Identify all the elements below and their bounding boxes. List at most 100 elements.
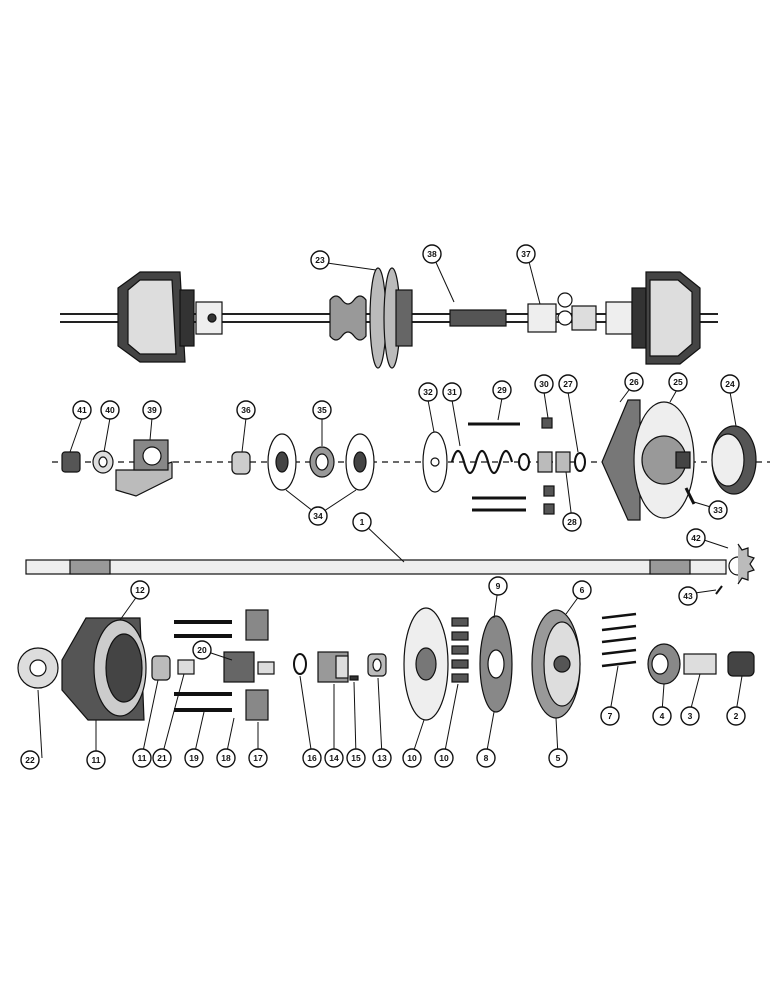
bearing-41 bbox=[92, 450, 114, 474]
plate-8 bbox=[479, 615, 513, 713]
callout-label: 32 bbox=[423, 387, 433, 397]
callout-18: 17 bbox=[248, 748, 268, 768]
callout-label: 9 bbox=[496, 581, 501, 591]
callout-39: 38 bbox=[422, 244, 442, 264]
splined-shaft-section bbox=[449, 309, 507, 327]
callout-26: 25 bbox=[668, 372, 688, 392]
callout-5: 5 bbox=[548, 748, 568, 768]
disc-11 bbox=[403, 607, 449, 721]
callout-40: 39 bbox=[142, 400, 162, 420]
callout-label: 23 bbox=[315, 255, 325, 265]
callout-label: 19 bbox=[189, 753, 199, 763]
callout-44: 43 bbox=[678, 586, 698, 606]
callout-24: 23 bbox=[310, 250, 330, 270]
assembled-shaft-view bbox=[60, 267, 718, 369]
callout-7: 7 bbox=[600, 706, 620, 726]
roller-22 bbox=[177, 659, 195, 675]
ring-31 bbox=[518, 453, 530, 471]
pillow-block-40 bbox=[115, 439, 173, 497]
callout-label: 15 bbox=[351, 753, 361, 763]
callout-label: 22 bbox=[25, 755, 35, 765]
callout-12: 11 bbox=[132, 748, 152, 768]
callout-label: 14 bbox=[329, 753, 339, 763]
callout-20: 19 bbox=[184, 748, 204, 768]
callout-6: 6 bbox=[572, 580, 592, 600]
callout-33: 32 bbox=[418, 382, 438, 402]
callout-27: 26 bbox=[624, 372, 644, 392]
callout-32: 31 bbox=[442, 382, 462, 402]
nut-42 bbox=[61, 451, 81, 473]
callout-1: 1 bbox=[352, 512, 372, 532]
callout-label: 37 bbox=[521, 249, 531, 259]
callout-label: 2 bbox=[734, 711, 739, 721]
callout-37: 36 bbox=[236, 400, 256, 420]
callouts: 23 38 37 41 40 39 36 35 32 31 29 30 27 2… bbox=[20, 244, 746, 770]
callout-label: 1 bbox=[360, 517, 365, 527]
callout-30: 29 bbox=[492, 380, 512, 400]
callout-14: 13 bbox=[372, 748, 392, 768]
callout-label: 31 bbox=[447, 387, 457, 397]
callout-22: 21 bbox=[152, 748, 172, 768]
callout-17: 16 bbox=[302, 748, 322, 768]
callout-label: 18 bbox=[221, 753, 231, 763]
callout-11-left: 11 bbox=[86, 750, 106, 770]
callout-label: 7 bbox=[608, 711, 613, 721]
callout-label: 35 bbox=[317, 405, 327, 415]
callout-label: 13 bbox=[377, 753, 387, 763]
bushing-12 bbox=[151, 655, 171, 681]
callout-23: 22 bbox=[20, 750, 40, 770]
callout-label: 38 bbox=[427, 249, 437, 259]
collar-4 bbox=[647, 643, 681, 685]
bushing-37 bbox=[231, 451, 251, 475]
callout-label: 21 bbox=[157, 753, 167, 763]
pins-and-gears bbox=[174, 609, 275, 721]
callout-label: 10 bbox=[407, 753, 417, 763]
ring-28 bbox=[574, 452, 586, 472]
callout-label: 16 bbox=[307, 753, 317, 763]
hub-25 bbox=[711, 425, 757, 495]
callout-38: 37 bbox=[516, 244, 536, 264]
callout-label: 33 bbox=[713, 505, 723, 515]
callout-19: 18 bbox=[216, 748, 236, 768]
callout-label: 10 bbox=[439, 753, 449, 763]
callout-label: 3 bbox=[688, 711, 693, 721]
sprocket-23 bbox=[17, 647, 59, 689]
callout-label: 17 bbox=[253, 753, 263, 763]
bushing-14 bbox=[367, 653, 387, 677]
callout-label: 30 bbox=[539, 379, 549, 389]
callout-3: 3 bbox=[680, 706, 700, 726]
callout-label: 28 bbox=[567, 517, 577, 527]
callout-36: 35 bbox=[312, 400, 332, 420]
gear-15 bbox=[317, 651, 349, 683]
clutch-5 bbox=[531, 609, 581, 719]
callout-label: 25 bbox=[673, 377, 683, 387]
callout-label: 12 bbox=[135, 585, 145, 595]
callout-label: 4 bbox=[660, 711, 665, 721]
callout-13: 12 bbox=[130, 580, 150, 600]
callout-label: 42 bbox=[691, 533, 701, 543]
callout-25: 24 bbox=[720, 374, 740, 394]
sleeve-3 bbox=[683, 653, 717, 675]
callout-16: 15 bbox=[346, 748, 366, 768]
callout-label: 26 bbox=[629, 377, 639, 387]
callout-8: 8 bbox=[476, 748, 496, 768]
middle-row-parts bbox=[52, 399, 770, 521]
callout-10: 10 bbox=[434, 748, 454, 768]
bottom-row-parts bbox=[17, 607, 755, 721]
callout-9: 9 bbox=[488, 576, 508, 596]
bushing-2 bbox=[727, 651, 755, 677]
bushings-29 bbox=[537, 451, 571, 473]
pin-34 bbox=[684, 487, 696, 505]
spring-32 bbox=[450, 449, 514, 475]
bearing-36 bbox=[309, 446, 335, 478]
callout-11-right: 10 bbox=[402, 748, 422, 768]
callout-label: 40 bbox=[105, 405, 115, 415]
callout-41: 40 bbox=[100, 400, 120, 420]
washer-17 bbox=[293, 653, 307, 675]
callout-label: 8 bbox=[484, 753, 489, 763]
callout-label: 11 bbox=[138, 753, 147, 763]
housing-13 bbox=[61, 617, 147, 721]
callout-15: 14 bbox=[324, 748, 344, 768]
callout-21: 20 bbox=[192, 640, 212, 660]
main-shaft bbox=[25, 543, 755, 595]
